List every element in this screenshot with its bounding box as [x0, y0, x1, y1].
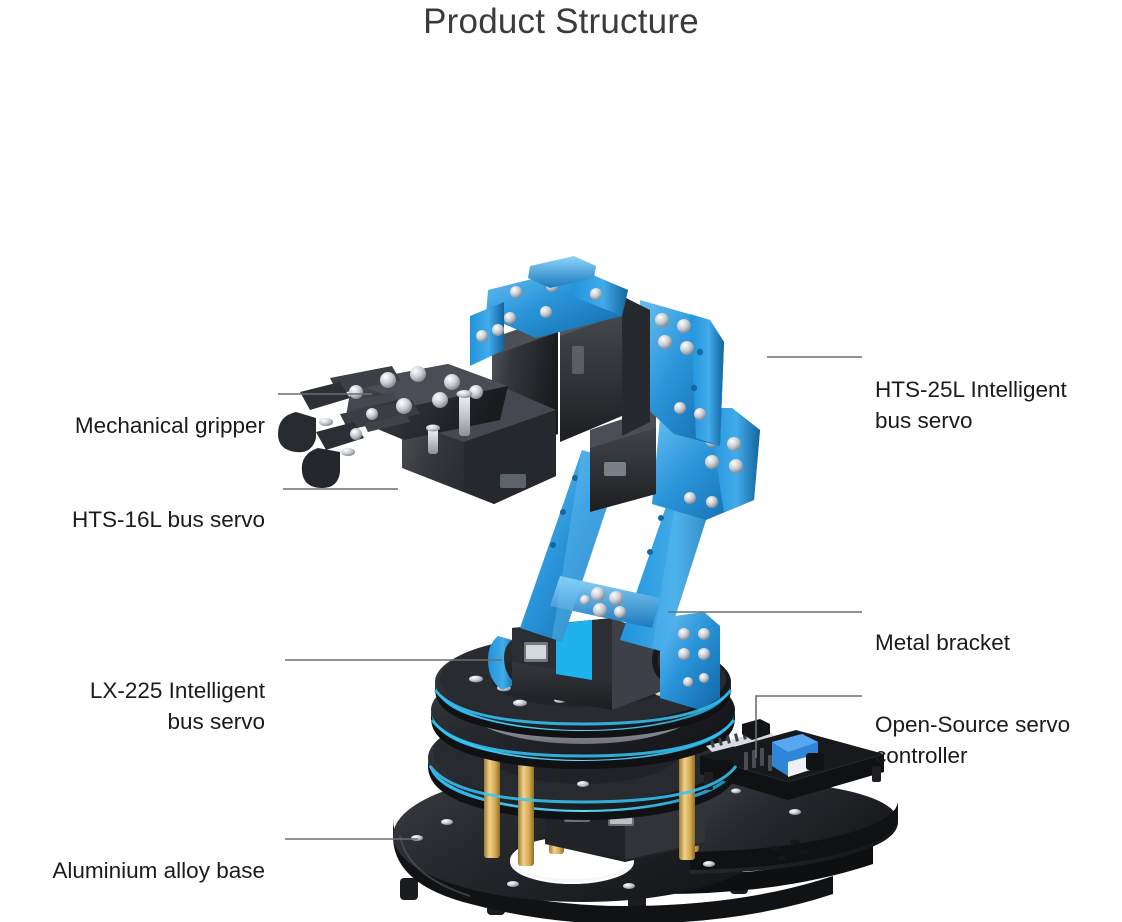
- mechanical-gripper: [278, 364, 508, 488]
- callout-label-lx-225-intelligent-bus-servo: LX-225 Intelligent bus servo: [89, 678, 265, 734]
- callout-mechanical-gripper: Mechanical gripper: [20, 379, 265, 441]
- callout-hts-16l-bus-servo: HTS-16L bus servo: [20, 473, 265, 535]
- base-edge-glow: [428, 689, 738, 804]
- brass-standoff-pillars-front: [484, 746, 695, 866]
- callout-label-hts-16l-bus-servo: HTS-16L bus servo: [72, 507, 265, 532]
- callout-label-mechanical-gripper: Mechanical gripper: [74, 413, 265, 438]
- callout-open-source-servo-controller: Open-Source servo controller: [875, 678, 1120, 771]
- callout-lx-225-intelligent-bus-servo: LX-225 Intelligent bus servo: [10, 644, 265, 737]
- callout-label-aluminium-alloy-base: Aluminium alloy base: [52, 858, 265, 883]
- callout-aluminium-alloy-base: Aluminium alloy base: [5, 824, 265, 886]
- callout-label-metal-bracket: Metal bracket: [875, 630, 1011, 655]
- page-title: Product Structure: [423, 2, 699, 41]
- callout-hts-25l-intelligent-bus-servo: HTS-25L Intelligent bus servo: [875, 343, 1120, 436]
- callout-metal-bracket: Metal bracket: [875, 596, 1120, 658]
- callout-label-hts-25l-intelligent-bus-servo: HTS-25L Intelligent bus servo: [875, 377, 1067, 433]
- callout-label-open-source-servo-controller: Open-Source servo controller: [875, 712, 1071, 768]
